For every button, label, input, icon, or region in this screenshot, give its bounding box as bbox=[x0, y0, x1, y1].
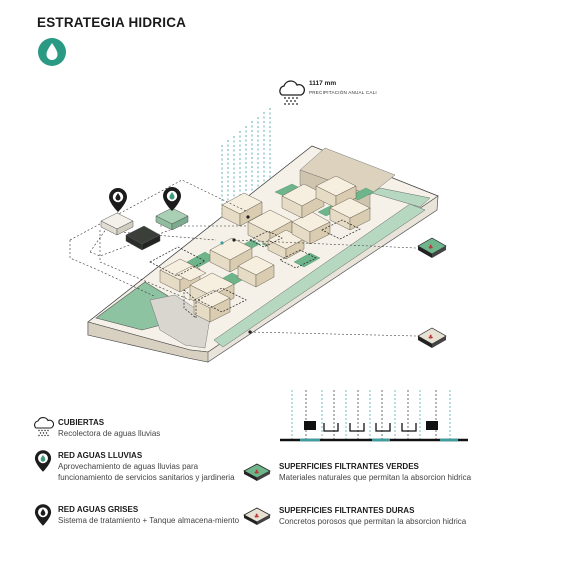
site-base bbox=[87, 145, 439, 363]
building-blocks bbox=[159, 175, 371, 323]
legend-title: SUPERFICIES FILTRANTES DURAS bbox=[279, 506, 415, 515]
water-drop-icon bbox=[38, 38, 66, 66]
svg-text:♣: ♣ bbox=[428, 244, 433, 251]
dashed-outlines bbox=[149, 219, 361, 319]
legend-title: CUBIERTAS bbox=[58, 418, 105, 427]
floating-cubes bbox=[100, 207, 189, 251]
pin-drop-green-icon bbox=[34, 450, 52, 472]
precipitation-value: 1117 mm bbox=[309, 80, 337, 87]
svg-text:♣: ♣ bbox=[254, 469, 259, 476]
pin-drop-dark-icon bbox=[34, 504, 52, 526]
green-tile-icon: ♣ bbox=[243, 463, 271, 481]
cloud-rain-icon bbox=[279, 80, 305, 105]
legend-description: Materiales naturales que permitan la abs… bbox=[279, 473, 472, 482]
pin-drop-dark-icon bbox=[109, 188, 127, 212]
legend-description: Sistema de tratamiento + Tanque almacena… bbox=[58, 516, 240, 525]
green-tile-icon: ♣ bbox=[417, 237, 447, 258]
legend-title: RED AGUAS LLUVIAS bbox=[58, 451, 143, 460]
legend-description: Concretos porosos que permitan la absorc… bbox=[279, 517, 467, 526]
svg-text:♣: ♣ bbox=[428, 334, 433, 341]
legend-description: Recolectora de aguas lluvias bbox=[58, 429, 161, 438]
cloud-rain-icon bbox=[34, 417, 54, 437]
hard-tile-icon: ♣ bbox=[243, 507, 271, 525]
page-title: ESTRATEGIA HIDRICA bbox=[37, 15, 187, 30]
legend-title: SUPERFICIES FILTRANTES VERDES bbox=[279, 462, 419, 471]
legend-description: Aprovechamiento de aguas lluvias para fu… bbox=[58, 462, 235, 482]
legend-title: RED AGUAS GRISES bbox=[58, 505, 139, 514]
svg-text:♣: ♣ bbox=[254, 513, 259, 520]
pin-drop-green-icon bbox=[163, 187, 181, 211]
precipitation-caption: PRECIPITACIÓN ANUAL CALI bbox=[309, 90, 377, 95]
section-diagram bbox=[280, 390, 468, 442]
hard-tile-icon: ♣ bbox=[417, 327, 447, 348]
